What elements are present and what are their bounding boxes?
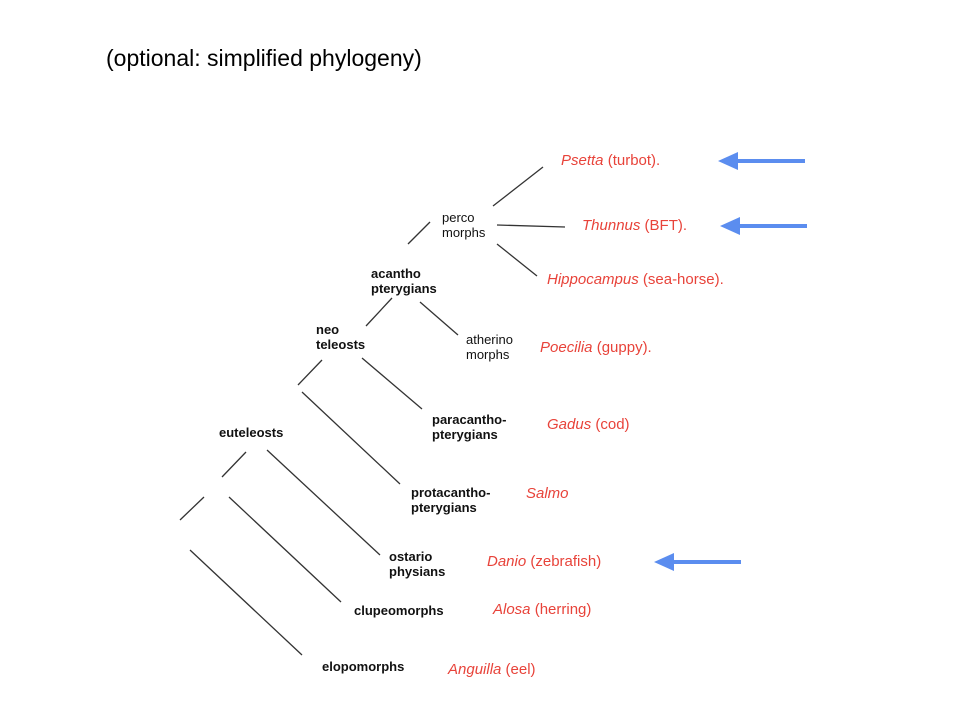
branch-neoteleosts xyxy=(297,359,323,386)
clade-line: teleosts xyxy=(316,337,366,352)
clade-line: ostario xyxy=(389,549,433,564)
common-name: (BFT). xyxy=(640,217,688,234)
clade-protacanthopterygians: protacantho- pterygians xyxy=(411,485,490,515)
common-name: (herring) xyxy=(530,601,592,618)
clade-clupeomorphs: clupeomorphs xyxy=(354,603,444,618)
genus-name: Poecilia xyxy=(540,339,593,356)
clade-elopomorphs: elopomorphs xyxy=(322,659,405,674)
species-psetta: Psetta (turbot). xyxy=(561,152,660,169)
clade-ostariophysians: ostario physians xyxy=(389,549,445,579)
common-name: (turbot). xyxy=(603,152,661,169)
branch-protacanthopterygians xyxy=(301,391,401,485)
clade-line: physians xyxy=(389,564,446,579)
genus-name: Psetta xyxy=(561,152,604,169)
branch-paracanthopterygians xyxy=(361,357,423,410)
branch-clupeomorphs xyxy=(228,496,342,603)
branch-hippocampus xyxy=(496,243,538,277)
species-anguilla: Anguilla (eel) xyxy=(448,661,536,678)
species-poecilia: Poecilia (guppy). xyxy=(540,339,652,356)
branch-thunnus xyxy=(496,224,566,228)
genus-name: Thunnus xyxy=(582,217,641,234)
species-hippocampus: Hippocampus (sea-horse). xyxy=(547,271,724,288)
clade-line: neo xyxy=(316,322,340,337)
common-name: (cod) xyxy=(591,416,630,433)
clade-atherinomorphs: atherino morphs xyxy=(466,332,513,362)
genus-name: Gadus xyxy=(547,416,592,433)
branch-root xyxy=(179,496,205,521)
arrow-thunnus xyxy=(720,217,807,235)
arrow-psetta xyxy=(718,152,805,170)
clade-percomorphs: perco morphs xyxy=(442,210,485,240)
branch-psetta xyxy=(492,166,544,207)
clade-line: pterygians xyxy=(411,500,477,515)
species-danio: Danio (zebrafish) xyxy=(487,553,601,570)
species-thunnus: Thunnus (BFT). xyxy=(582,217,687,234)
branch-atherinomorphs xyxy=(419,301,459,336)
clade-neoteleosts: neo teleosts xyxy=(316,322,365,352)
branch-ostariophysians xyxy=(266,449,381,556)
clade-line: morphs xyxy=(466,347,510,362)
clade-line: paracantho- xyxy=(432,412,507,427)
genus-name: Danio xyxy=(487,553,527,570)
clade-line: perco xyxy=(442,210,475,225)
clade-line: atherino xyxy=(466,332,513,347)
species-salmo: Salmo xyxy=(526,485,569,502)
common-name: (sea-horse). xyxy=(638,271,724,288)
genus-name: Salmo xyxy=(526,485,569,502)
species-gadus: Gadus (cod) xyxy=(547,416,630,433)
page-title: (optional: simplified phylogeny) xyxy=(106,45,422,71)
clade-euteleosts: euteleosts xyxy=(219,425,284,440)
branch-percomorphs xyxy=(407,221,431,245)
genus-name: Hippocampus xyxy=(547,271,639,288)
branch-euteleosts xyxy=(221,451,247,478)
arrow-danio xyxy=(654,553,741,571)
genus-name: Alosa xyxy=(493,601,531,618)
genus-name: Anguilla xyxy=(448,661,502,678)
clade-line: morphs xyxy=(442,225,486,240)
branch-acanthopterygians xyxy=(365,297,393,327)
clade-acanthopterygians: acantho pterygians xyxy=(371,266,437,296)
common-name: (eel) xyxy=(501,661,536,678)
clade-line: pterygians xyxy=(432,427,498,442)
common-name: (zebrafish) xyxy=(526,553,602,570)
species-alosa: Alosa (herring) xyxy=(493,601,591,618)
clade-paracanthopterygians: paracantho- pterygians xyxy=(432,412,506,442)
clade-line: acantho xyxy=(371,266,421,281)
clade-line: protacantho- xyxy=(411,485,491,500)
clade-line: pterygians xyxy=(371,281,437,296)
branch-elopomorphs xyxy=(189,549,303,656)
common-name: (guppy). xyxy=(592,339,652,356)
